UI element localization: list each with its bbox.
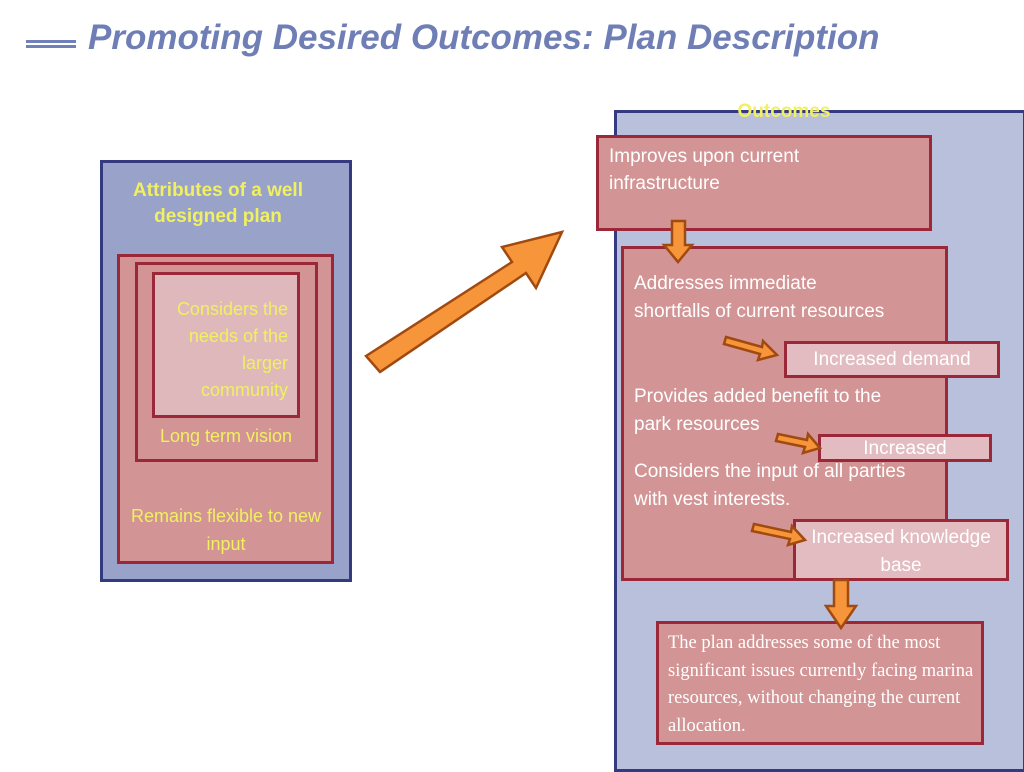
conclusion-down-arrow-icon [823, 578, 859, 631]
outcome-item-input: Considers the input of all parties with … [634, 461, 906, 510]
knowledge-base-box: Increased knowledge base [793, 519, 1009, 581]
big-diagonal-arrow-icon [364, 230, 565, 374]
flexible-text: Remains flexible to new input [130, 506, 322, 554]
increased-box: Increased [818, 434, 992, 462]
outcomes-label: Outcomes [737, 101, 831, 122]
page-title: Promoting Desired Outcomes: Plan Descrip… [88, 18, 880, 57]
community-needs-text: Considers the needs of the larger commun… [176, 299, 288, 400]
infrastructure-text: Improves upon current infrastructure [609, 146, 800, 194]
down-arrow-icon [661, 219, 695, 264]
small-arrow-demand-icon [722, 335, 780, 362]
conclusion-text: The plan addresses some of the most sign… [668, 633, 974, 736]
community-needs-box [152, 272, 300, 418]
outcome-item-shortfalls: Addresses immediate shortfalls of curren… [634, 273, 885, 322]
outcome-item-benefit: Provides added benefit to the park resou… [634, 386, 882, 435]
infrastructure-box [596, 135, 932, 231]
long-term-vision-text: Long term vision [159, 426, 293, 446]
conclusion-box [656, 621, 984, 745]
increased-demand-box: Increased demand [784, 341, 1000, 378]
small-arrow-increased-icon [774, 431, 823, 455]
small-arrow-knowledge-icon [750, 522, 808, 547]
title-rule [26, 40, 76, 48]
attributes-heading: Attributes of a well designed plan [133, 180, 303, 227]
